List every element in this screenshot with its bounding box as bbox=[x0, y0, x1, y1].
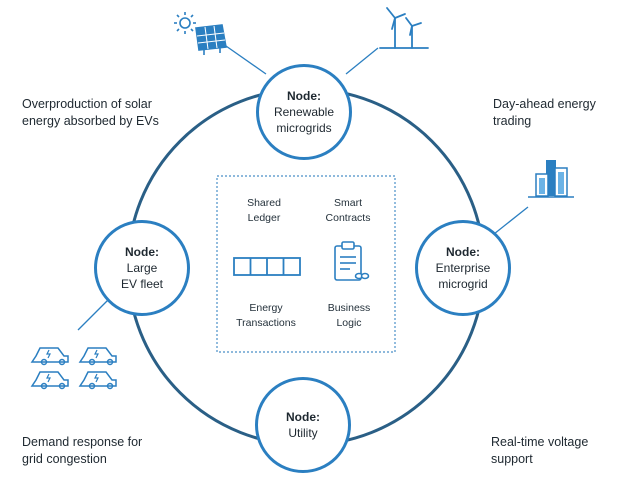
caption-demand-response: Demand response for grid congestion bbox=[22, 435, 143, 466]
caption-day-ahead-trading: Day-ahead energy trading bbox=[493, 97, 596, 128]
label-business-logic: Business Logic bbox=[327, 302, 371, 329]
contract-clipboard-icon bbox=[334, 241, 370, 281]
node-name: Utility bbox=[288, 426, 318, 440]
node-ev-fleet: Node: Large EV fleet bbox=[94, 220, 190, 316]
electric-car-icon bbox=[78, 371, 117, 390]
caption-voltage-support: Real-time voltage support bbox=[491, 435, 589, 466]
label-shared-ledger: Shared Ledger bbox=[247, 197, 281, 224]
node-renewable-microgrids: Node: Renewable microgrids bbox=[256, 64, 352, 160]
electric-car-icon bbox=[78, 347, 117, 366]
electric-car-icon bbox=[30, 371, 69, 390]
solar-panel-icon bbox=[174, 12, 227, 55]
node-label: Node: bbox=[286, 410, 320, 424]
caption-solar-overproduction: Overproduction of solar energy absorbed … bbox=[22, 97, 159, 128]
connector-building bbox=[493, 206, 529, 235]
node-label: Node: bbox=[446, 245, 480, 259]
office-building-icon bbox=[528, 160, 574, 198]
node-label: Node: bbox=[287, 89, 321, 103]
label-smart-contracts: Smart Contracts bbox=[325, 197, 371, 224]
node-enterprise-microgrid: Node: Enterprise microgrid bbox=[415, 220, 511, 316]
node-name: Enterprise microgrid bbox=[435, 261, 491, 291]
ledger-blocks-icon bbox=[233, 257, 301, 276]
connector-wind bbox=[345, 47, 379, 75]
node-name: Large EV fleet bbox=[120, 261, 164, 291]
wind-turbine-icon bbox=[379, 7, 429, 49]
node-label: Node: bbox=[125, 245, 159, 259]
connector-solar bbox=[225, 45, 267, 75]
electric-car-icon bbox=[30, 347, 69, 366]
node-name: Renewable microgrids bbox=[273, 105, 335, 135]
label-energy-transactions: Energy Transactions bbox=[236, 302, 296, 329]
node-utility: Node: Utility bbox=[255, 377, 351, 473]
platform-box bbox=[216, 175, 396, 353]
connector-ev bbox=[77, 297, 111, 331]
